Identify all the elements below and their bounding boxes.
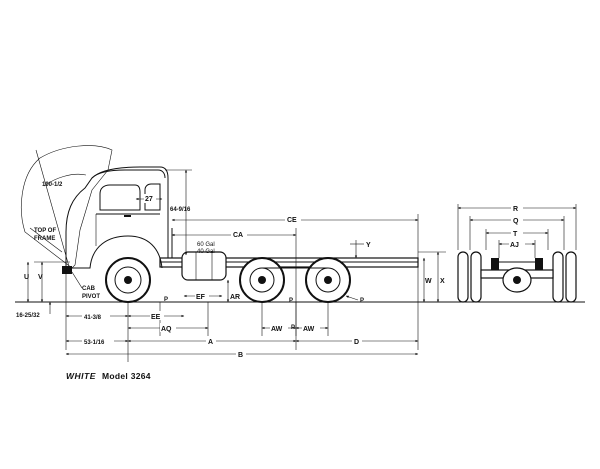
- ce-label: CE: [287, 217, 297, 224]
- fuel-tank: [181, 251, 227, 281]
- b-label: B: [238, 352, 243, 359]
- cab-height-label: 64-9/16: [170, 207, 191, 213]
- truck-side-view: [21, 145, 419, 303]
- caption-model: Model 3264: [102, 371, 151, 381]
- cab-pivot-label-2: PIVOT: [82, 294, 100, 300]
- cab-pivot-label-1: CAB: [82, 286, 96, 292]
- ef-label: EF: [196, 294, 206, 301]
- truck-rear-view: [457, 251, 577, 303]
- aj-label: AJ: [510, 242, 519, 249]
- frame-end-right: [535, 258, 543, 270]
- p-mid-label: P: [289, 298, 293, 304]
- aw1-label: AW: [271, 326, 283, 333]
- p-front-label: P: [164, 297, 168, 303]
- a-label: A: [208, 339, 213, 346]
- side-dimensions: 100-1/2 27 64-9/16 CE CA 60 Gal 40 Gal Y…: [16, 149, 446, 362]
- caption-brand: WHITE: [66, 371, 96, 381]
- t-label: T: [513, 231, 518, 238]
- ca-label: CA: [233, 232, 243, 239]
- w-label: W: [425, 278, 432, 285]
- bumper: [62, 266, 72, 274]
- caption: WHITE Model 3264: [66, 371, 151, 381]
- aq-label: AQ: [161, 326, 172, 333]
- top-of-frame-label-2: FRAME: [34, 236, 55, 242]
- rear-dimensions: R Q T AJ: [457, 203, 577, 258]
- frame-end-left: [491, 258, 499, 270]
- x-label: X: [440, 278, 445, 285]
- q-label: Q: [513, 218, 519, 225]
- front-wheel: [105, 257, 151, 303]
- aw2-label: AW: [303, 326, 315, 333]
- d5316-label: 53-1/16: [84, 340, 105, 346]
- cab-body: [65, 166, 169, 268]
- r-label: R: [513, 206, 518, 213]
- d-label: D: [354, 339, 359, 346]
- swing-label: 100-1/2: [42, 182, 63, 188]
- rear-wheel-2: [305, 257, 351, 303]
- p-rear-label-b: P: [360, 298, 364, 304]
- front-fender: [66, 235, 163, 269]
- ground-clear-label: 16-25/32: [16, 313, 40, 319]
- cab-window: [99, 184, 141, 211]
- d4138-label: 41-3/8: [84, 315, 102, 321]
- rear-tire-right-inner: [552, 251, 564, 303]
- rear-tire-left-outer: [457, 251, 469, 303]
- ee-label: EE: [151, 314, 161, 321]
- u-label: U: [24, 274, 29, 281]
- top-of-frame-label-1: TOP OF: [34, 228, 56, 234]
- cab-width-label: 27: [145, 196, 153, 203]
- rear-tire-left-inner: [470, 251, 482, 303]
- rear-tire-right-outer: [565, 251, 577, 303]
- ar-label: AR: [230, 294, 240, 301]
- rear-wheel-1: [239, 257, 285, 303]
- gal40-label: 40 Gal: [197, 249, 215, 255]
- y-label: Y: [366, 242, 371, 249]
- gal60-label: 60 Gal: [197, 242, 215, 248]
- v-label: V: [38, 274, 43, 281]
- tilted-cab-outline: [21, 145, 113, 269]
